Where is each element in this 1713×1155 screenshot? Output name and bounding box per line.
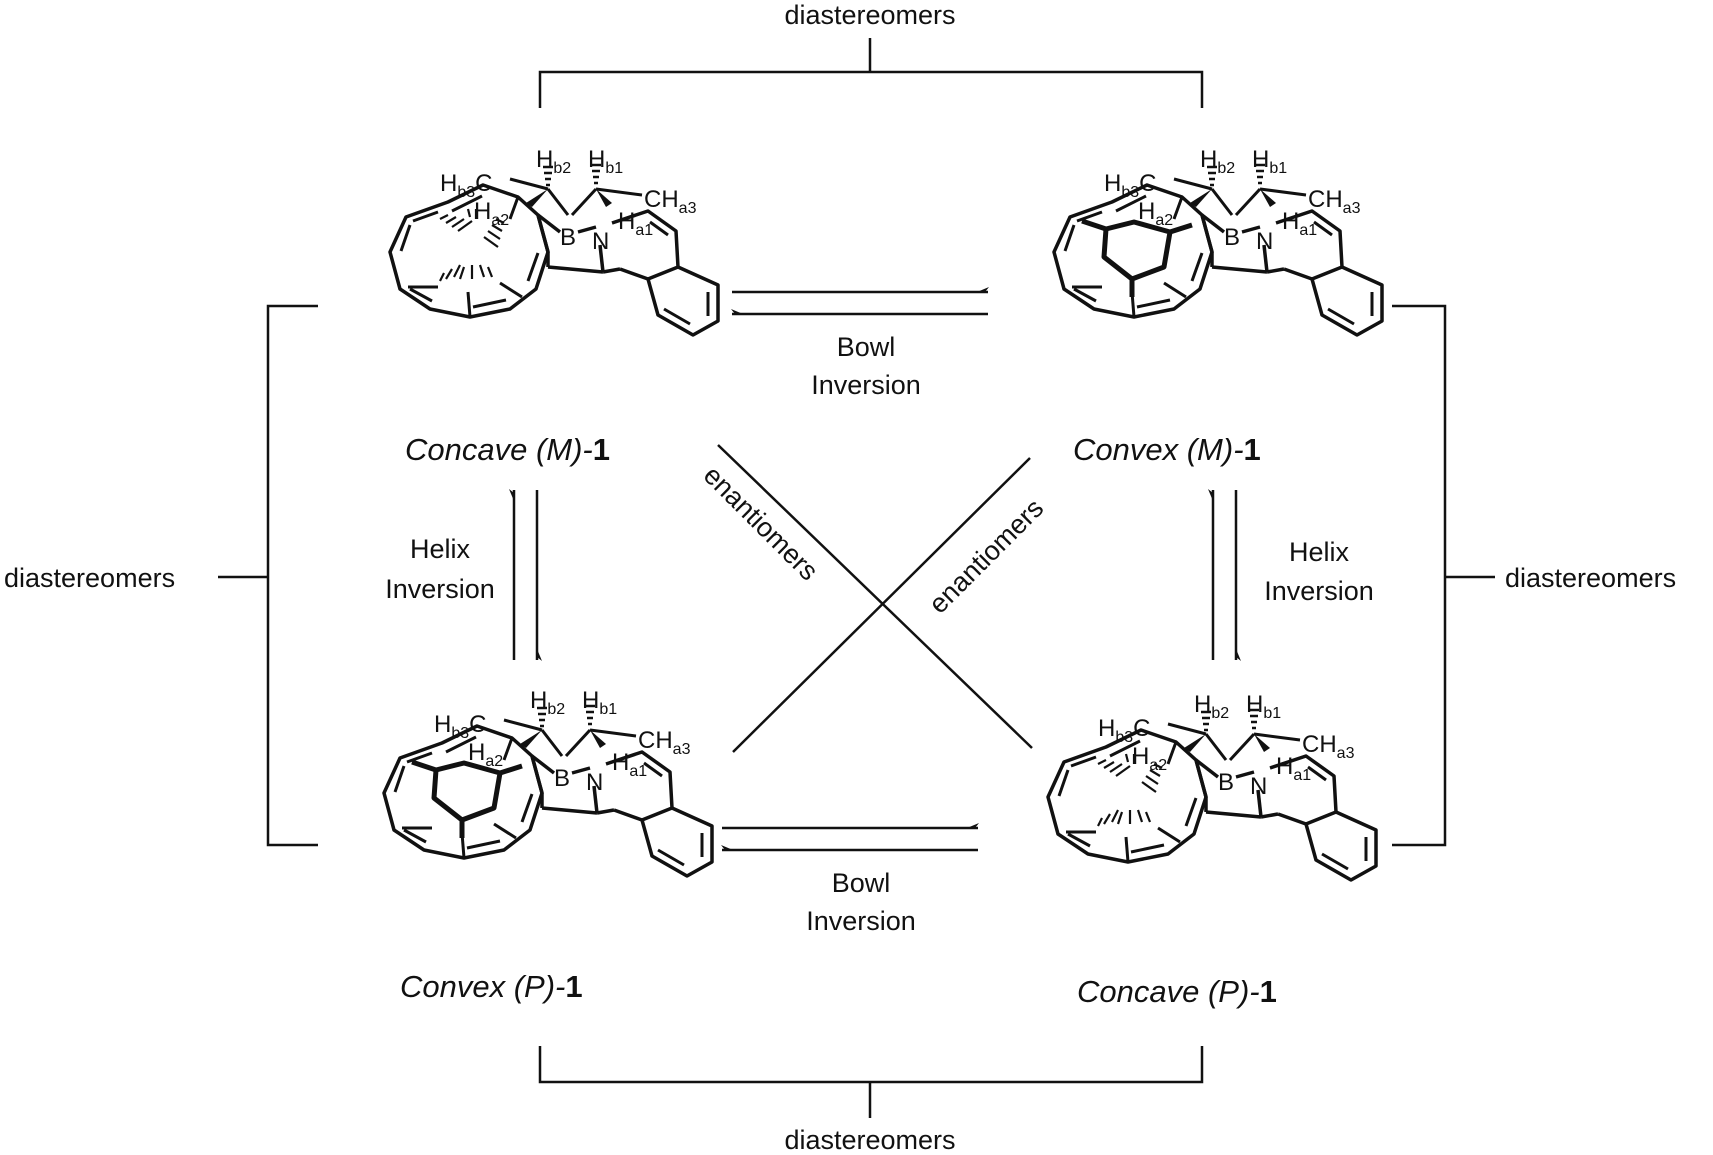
h-b2-label: Hb2 bbox=[536, 146, 571, 177]
bowl-inversion-arrows-bottom bbox=[721, 823, 979, 852]
ch-a3-label: CHa3 bbox=[644, 186, 697, 217]
enantiomers-label-right: enantiomers bbox=[923, 493, 1049, 619]
top-diastereomers-label: diastereomers bbox=[784, 0, 955, 30]
h-b1-label: Hb1 bbox=[1246, 691, 1281, 722]
helix-inversion-left-line1: Helix bbox=[410, 534, 471, 564]
enantiomers-label-left: enantiomers bbox=[698, 460, 824, 586]
h-a2-label: Ha2 bbox=[468, 739, 503, 770]
bowl-inversion-bottom-line2: Inversion bbox=[806, 906, 916, 936]
h-a2-label: Ha2 bbox=[1138, 198, 1173, 229]
caption-convex-m: Convex (M)-1 bbox=[1073, 432, 1261, 467]
bowl-inversion-top-line1: Bowl bbox=[837, 332, 896, 362]
h-a2-label: Ha2 bbox=[1132, 743, 1167, 774]
h-b3-c-label: Hb3C bbox=[1098, 715, 1150, 746]
bowl-inversion-top-line2: Inversion bbox=[811, 370, 921, 400]
h-b2-label: Hb2 bbox=[1200, 146, 1235, 177]
ch-a3-label: CHa3 bbox=[1308, 186, 1361, 217]
boron-atom-label: B bbox=[560, 224, 576, 251]
nitrogen-atom-label: N bbox=[1256, 228, 1273, 255]
helix-inversion-right-line1: Helix bbox=[1289, 537, 1350, 567]
helix-inversion-left-line2: Inversion bbox=[385, 574, 495, 604]
caption-concave-m: Concave (M)-1 bbox=[405, 432, 610, 467]
h-a1-label: Ha1 bbox=[618, 208, 653, 239]
h-a1-label: Ha1 bbox=[1276, 753, 1311, 784]
bowl-inversion-bottom-line1: Bowl bbox=[832, 868, 891, 898]
h-b1-label: Hb1 bbox=[1252, 146, 1287, 177]
enantiomer-cross bbox=[717, 444, 1033, 753]
h-b2-label: Hb2 bbox=[1194, 691, 1229, 722]
h-a1-label: Ha1 bbox=[612, 749, 647, 780]
ch-a3-label: CHa3 bbox=[1302, 731, 1355, 762]
caption-convex-p: Convex (P)-1 bbox=[400, 969, 583, 1004]
helix-inversion-right-line2: Inversion bbox=[1264, 576, 1374, 606]
helix-inversion-arrows-right bbox=[1208, 489, 1241, 661]
nitrogen-atom-label: N bbox=[586, 769, 603, 796]
h-a1-label: Ha1 bbox=[1282, 208, 1317, 239]
bowl-inversion-arrows-top bbox=[731, 287, 989, 316]
h-b3-c-label: Hb3C bbox=[440, 170, 492, 201]
h-b3-c-label: Hb3C bbox=[1104, 170, 1156, 201]
left-bracket bbox=[218, 304, 318, 847]
boron-atom-label: B bbox=[554, 765, 570, 792]
helix-inversion-arrows-left bbox=[509, 489, 542, 661]
boron-atom-label: B bbox=[1224, 224, 1240, 251]
nitrogen-atom-label: N bbox=[1250, 773, 1267, 800]
ch-a3-label: CHa3 bbox=[638, 727, 691, 758]
boron-atom-label: B bbox=[1218, 769, 1234, 796]
h-b2-label: Hb2 bbox=[530, 687, 565, 718]
right-diastereomers-label: diastereomers bbox=[1505, 563, 1676, 593]
left-diastereomers-label: diastereomers bbox=[4, 563, 175, 593]
nitrogen-atom-label: N bbox=[592, 228, 609, 255]
bottom-diastereomers-label: diastereomers bbox=[784, 1125, 955, 1155]
top-bracket bbox=[538, 38, 1204, 108]
bottom-bracket bbox=[538, 1046, 1204, 1118]
h-b3-c-label: Hb3C bbox=[434, 711, 486, 742]
right-bracket bbox=[1392, 304, 1495, 847]
caption-concave-p: Concave (P)-1 bbox=[1077, 974, 1277, 1009]
h-b1-label: Hb1 bbox=[582, 687, 617, 718]
h-a2-label: Ha2 bbox=[474, 198, 509, 229]
h-b1-label: Hb1 bbox=[588, 146, 623, 177]
